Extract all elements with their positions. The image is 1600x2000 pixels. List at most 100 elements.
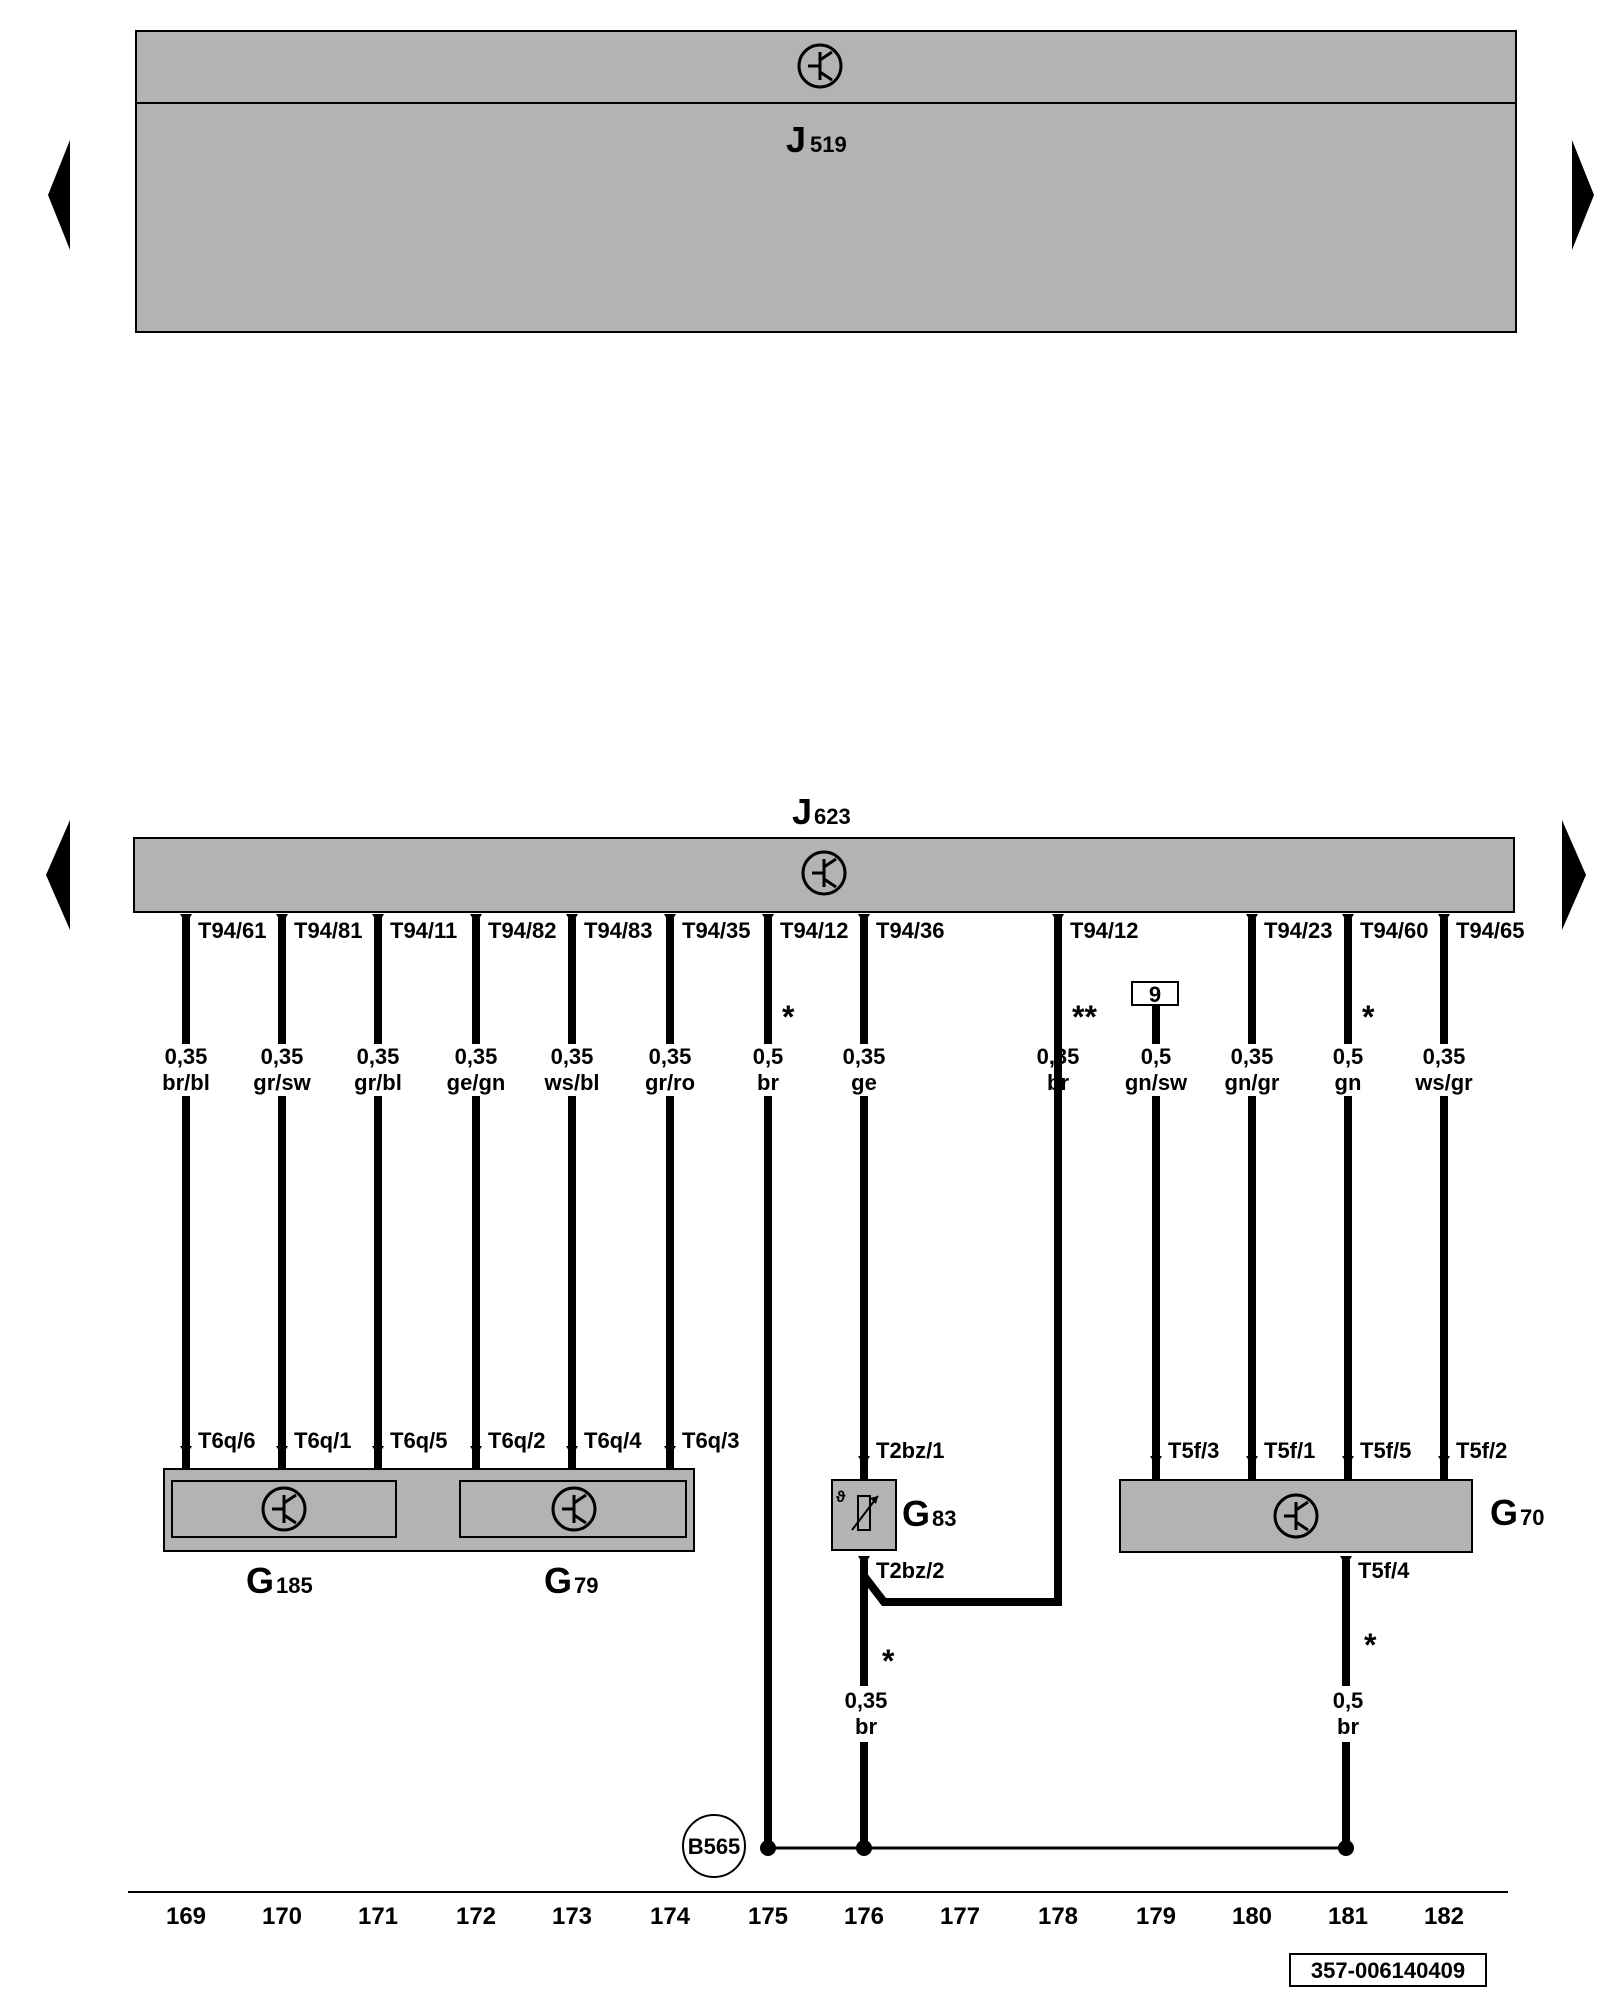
pin-label: T5f/2 (1456, 1438, 1507, 1463)
pin-label: T94/82 (488, 918, 557, 943)
ground-point-b565: B565 (682, 1814, 746, 1878)
wire-harness: T94/610,35br/blT6q/6T94/810,35gr/swT6q/1… (150, 914, 1525, 1850)
wire-mark: * (782, 999, 795, 1035)
column-number: 175 (748, 1903, 788, 1930)
wire-175: T94/12 0,5br * (732, 914, 849, 1850)
sensor-g83: ϑ G83 (831, 1479, 957, 1551)
pin-label: T5f/1 (1264, 1438, 1315, 1463)
wire-color: gr/ro (645, 1070, 695, 1095)
column-number: 171 (358, 1903, 398, 1930)
temperature-icon: ϑ (836, 1489, 846, 1506)
svg-text:G83: G83 (902, 1493, 957, 1534)
wire-size: 0,35 (551, 1044, 594, 1069)
wire-color: gn/sw (1125, 1070, 1188, 1095)
pin-label: T94/61 (198, 918, 267, 943)
wire-mark: ** (1072, 999, 1097, 1035)
pin-label: T94/11 (390, 918, 457, 943)
svg-text:0,35: 0,35 (845, 1688, 888, 1713)
svg-text:0,5: 0,5 (1333, 1688, 1364, 1713)
wire-size: 0,5 (1333, 1044, 1364, 1069)
sensor-g185-g79: G185 G79 (163, 1468, 695, 1601)
column-number: 174 (650, 1903, 691, 1930)
ground-wiring: T2bz/2 T5f/4 0,35 br * 0,5 br * B565 (682, 930, 1410, 1878)
electronic-control-icon (551, 1486, 597, 1532)
svg-text:br: br (1337, 1714, 1359, 1739)
pin-label: T6q/5 (390, 1428, 447, 1453)
wire-size: 0,35 (843, 1044, 886, 1069)
svg-text:br: br (855, 1714, 877, 1739)
svg-text:G185: G185 (246, 1560, 313, 1601)
prev-page-arrow-lower[interactable] (46, 820, 70, 930)
column-number: 178 (1038, 1903, 1078, 1930)
pin-label: T6q/3 (682, 1428, 739, 1453)
j519-label: J (786, 119, 806, 160)
prev-page-arrow[interactable] (48, 140, 70, 250)
column-number: 170 (262, 1903, 302, 1930)
pin-label: T6q/6 (198, 1428, 255, 1453)
svg-text:357-006140409: 357-006140409 (1311, 1958, 1465, 1983)
pin-label: T5f/3 (1168, 1438, 1219, 1463)
column-number: 169 (166, 1903, 206, 1930)
wire-size: 0,35 (357, 1044, 400, 1069)
wire-color: ws/gr (1414, 1070, 1473, 1095)
svg-text:T5f/4: T5f/4 (1358, 1558, 1410, 1583)
pin-label: T2bz/1 (876, 1438, 944, 1463)
wire-size: 0,5 (1141, 1044, 1172, 1069)
wire-mark: * (1362, 999, 1375, 1035)
svg-text:T2bz/2: T2bz/2 (876, 1558, 944, 1583)
wire-size: 0,35 (649, 1044, 692, 1069)
next-page-arrow-lower[interactable] (1562, 820, 1586, 930)
column-number: 182 (1424, 1903, 1464, 1930)
g70-label: G (1490, 1492, 1518, 1533)
wire-181: T94/600,5gn*T5f/5 (1312, 914, 1429, 1496)
wire-color: ge (851, 1070, 877, 1095)
wire-color: ge/gn (447, 1070, 506, 1095)
pin-label: T94/36 (876, 918, 945, 943)
wire-color: gr/bl (354, 1070, 402, 1095)
pin-label: T94/12 (780, 918, 849, 943)
electronic-control-icon (261, 1486, 307, 1532)
pin-label: T94/65 (1456, 918, 1525, 943)
svg-text:*: * (882, 1643, 895, 1679)
pin-label: T5f/5 (1360, 1438, 1411, 1463)
control-unit-j623: J623 (133, 791, 1515, 913)
sensor-g70: G70 (1119, 1479, 1545, 1553)
column-number: 172 (456, 1903, 496, 1930)
pin-label: T94/83 (584, 918, 653, 943)
wire-size: 0,35 (1231, 1044, 1274, 1069)
pin-label: T94/60 (1360, 918, 1429, 943)
column-number: 181 (1328, 1903, 1368, 1930)
electronic-control-icon (1273, 1493, 1319, 1539)
svg-text:*: * (1364, 1627, 1377, 1663)
svg-text:G79: G79 (544, 1560, 599, 1601)
wire-size: 0,35 (165, 1044, 208, 1069)
next-page-arrow[interactable] (1572, 140, 1594, 250)
wire-color: br/bl (162, 1070, 210, 1095)
svg-text:B565: B565 (688, 1834, 741, 1859)
svg-text:J623: J623 (792, 791, 851, 832)
g79-label: G (544, 1560, 572, 1601)
wire-size: 0,35 (1423, 1044, 1466, 1069)
wire-size: 0,5 (753, 1044, 784, 1069)
pin-label: T6q/1 (294, 1428, 351, 1453)
svg-text:G70: G70 (1490, 1492, 1545, 1533)
electronic-control-icon (801, 850, 847, 896)
wire-color: ws/bl (543, 1070, 599, 1095)
page-reference: 357-006140409 (1289, 1953, 1487, 1987)
g83-label: G (902, 1493, 930, 1534)
pin-label: T6q/2 (488, 1428, 545, 1453)
column-number: 176 (844, 1903, 884, 1930)
wire-color: br (757, 1070, 779, 1095)
wire-size: 0,35 (455, 1044, 498, 1069)
